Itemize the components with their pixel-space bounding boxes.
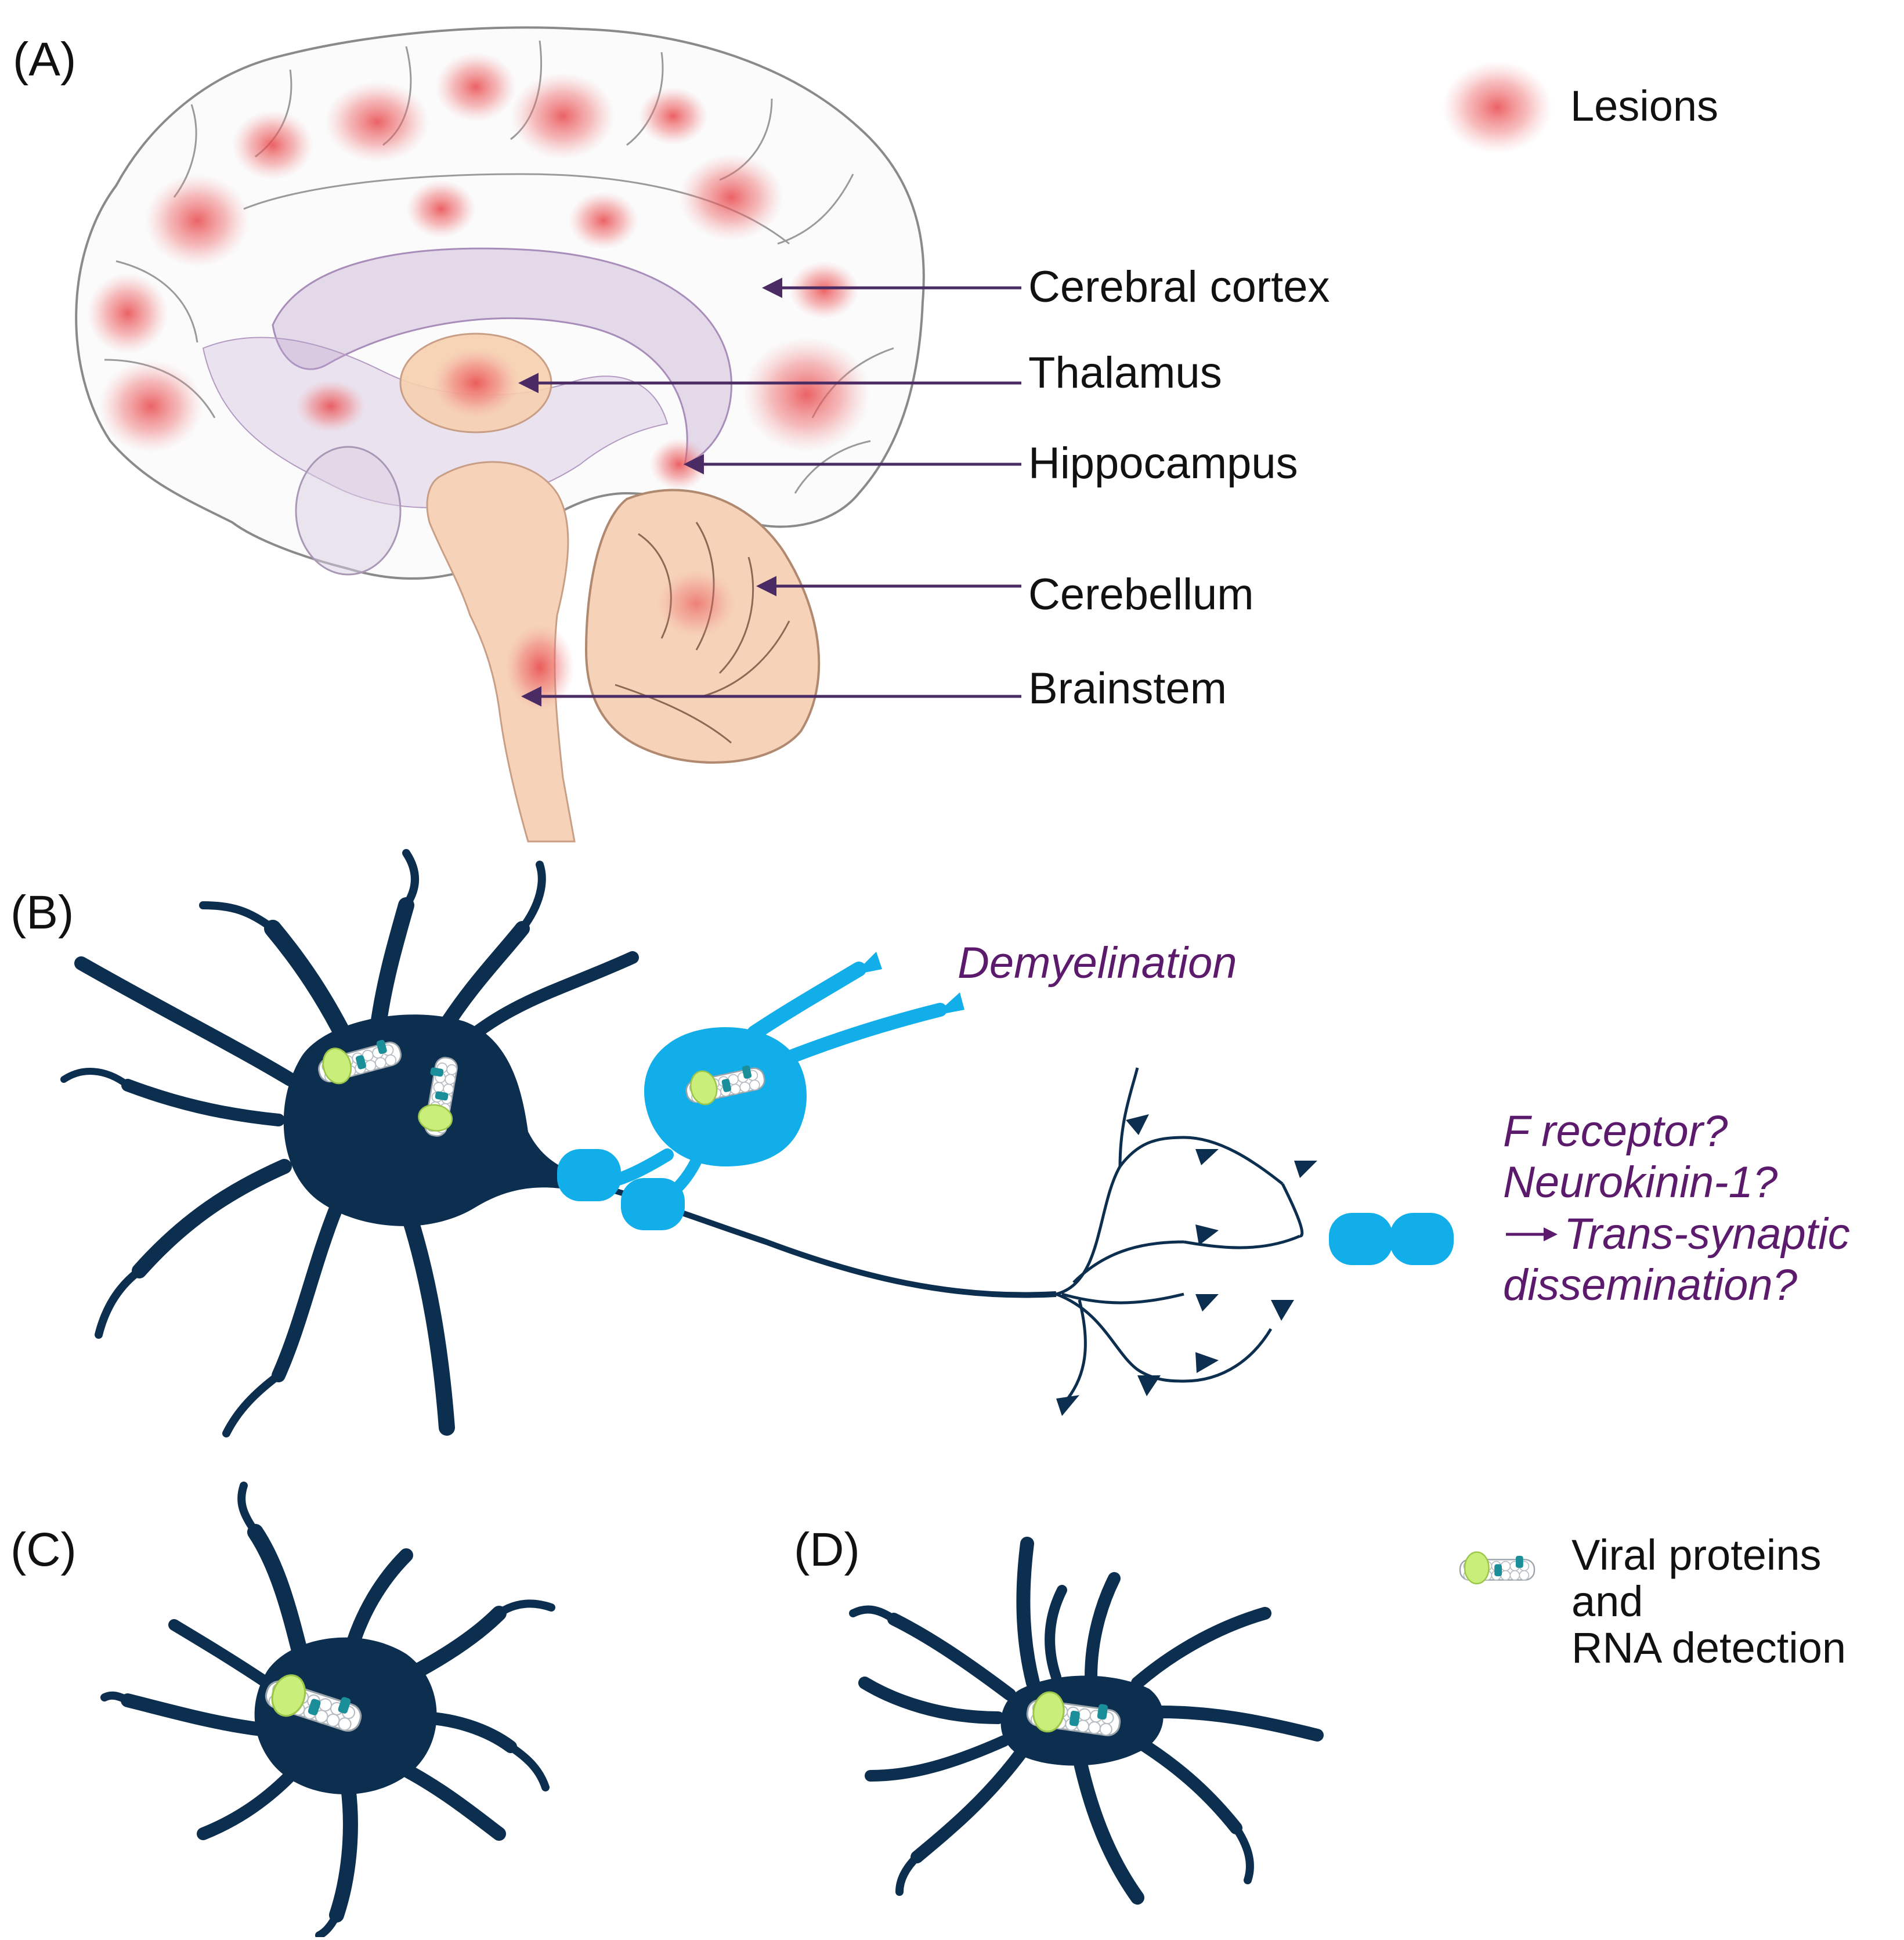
amygdala-region bbox=[295, 446, 402, 576]
neuron-dendrites bbox=[60, 849, 639, 1437]
brain-illustration bbox=[75, 26, 925, 843]
astrocyte-d-processes bbox=[849, 1537, 1324, 1905]
lesion-legend-label: Lesions bbox=[1570, 82, 1718, 130]
panel-a-label: (A) bbox=[13, 33, 76, 86]
postsynaptic-myelin-1 bbox=[1329, 1213, 1393, 1265]
myelin-segment-2 bbox=[621, 1178, 685, 1230]
oligodendrocyte bbox=[557, 952, 964, 1230]
viral-legend: Viral proteins and RNA detection bbox=[1459, 1531, 1846, 1672]
region-label-cerebral-cortex: Cerebral cortex bbox=[1028, 262, 1330, 312]
panel-d-label: (D) bbox=[794, 1523, 860, 1576]
region-label-brainstem: Brainstem bbox=[1028, 664, 1227, 713]
receptor-line-4: dissemination? bbox=[1503, 1260, 1798, 1310]
astrocyte-c bbox=[100, 1482, 555, 1939]
astrocyte-d bbox=[849, 1537, 1324, 1905]
receptor-line-2: Neurokinin-1? bbox=[1503, 1158, 1778, 1207]
region-label-hippocampus: Hippocampus bbox=[1028, 439, 1298, 488]
lesion-legend-swatch bbox=[1442, 61, 1552, 154]
lesion-legend: Lesions bbox=[1442, 61, 1718, 154]
viral-legend-line-3: RNA detection bbox=[1571, 1624, 1846, 1672]
viral-legend-swatch bbox=[1459, 1551, 1536, 1585]
panel-c-label: (C) bbox=[10, 1523, 77, 1576]
brainstem-structure bbox=[426, 461, 576, 843]
region-label-cerebellum: Cerebellum bbox=[1028, 570, 1254, 619]
lesions bbox=[87, 52, 870, 711]
myelin-segment-1 bbox=[557, 1149, 621, 1201]
viral-legend-line-1: Viral proteins bbox=[1571, 1531, 1822, 1579]
panel-b-label: (B) bbox=[10, 886, 74, 939]
receptor-line-1: F receptor? bbox=[1503, 1107, 1728, 1156]
region-arrows bbox=[518, 277, 1021, 707]
demyelination-label: Demyelination bbox=[958, 938, 1237, 988]
trans-synaptic-arrow bbox=[1506, 1227, 1558, 1241]
postsynaptic-myelin-2 bbox=[1390, 1213, 1454, 1265]
synaptic-boutons bbox=[1056, 1114, 1317, 1416]
astrocyte-c-processes bbox=[100, 1482, 555, 1939]
axon-terminals bbox=[1056, 1067, 1304, 1400]
region-label-thalamus: Thalamus bbox=[1028, 348, 1222, 398]
viral-legend-line-2: and bbox=[1571, 1577, 1643, 1625]
receptor-line-3: Trans-synaptic bbox=[1564, 1209, 1850, 1259]
